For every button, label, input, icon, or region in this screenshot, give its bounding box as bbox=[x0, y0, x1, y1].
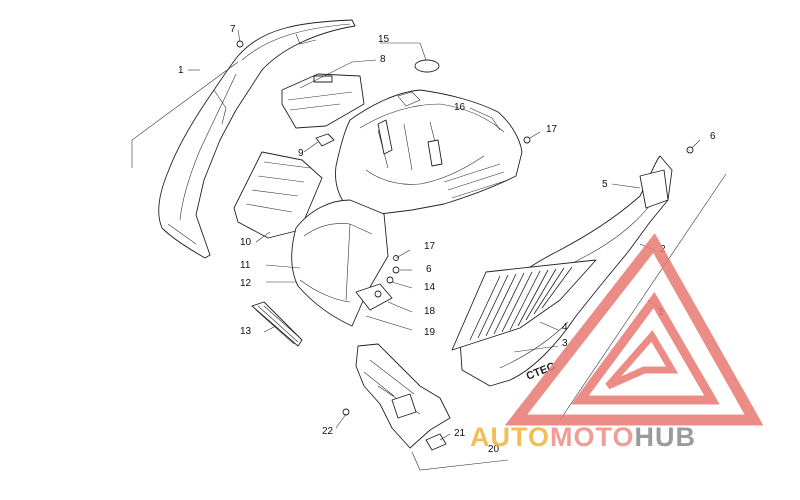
fastener-part-6-center bbox=[392, 266, 400, 274]
triangle-logo bbox=[504, 233, 764, 426]
callout-19: 19 bbox=[424, 327, 436, 338]
side-panel-left bbox=[158, 19, 356, 259]
callout-17-center: 17 bbox=[424, 241, 436, 252]
watermark-text: AUTOMOTOHUB bbox=[470, 422, 696, 452]
callout-14: 14 bbox=[424, 282, 436, 293]
callout-1-left: 1 bbox=[178, 65, 184, 76]
lower-bracket-part-20 bbox=[355, 343, 451, 449]
inner-notch bbox=[605, 330, 679, 390]
callout-21: 21 bbox=[454, 428, 466, 439]
callout-6-center: 6 bbox=[426, 264, 432, 275]
callout-10: 10 bbox=[240, 237, 252, 248]
callout-3: 3 bbox=[562, 338, 568, 349]
callout-15: 15 bbox=[378, 34, 390, 45]
clip-part-9 bbox=[315, 133, 335, 147]
watermark-moto: MOTO bbox=[550, 422, 635, 452]
outer-triangle bbox=[504, 233, 764, 426]
fastener-part-22 bbox=[342, 408, 350, 416]
callout-9: 9 bbox=[298, 148, 304, 159]
bracket-part-10 bbox=[233, 151, 323, 239]
callout-18: 18 bbox=[424, 306, 436, 317]
callout-5: 5 bbox=[602, 179, 608, 190]
bracket-part-18 bbox=[355, 283, 393, 311]
callout-7: 7 bbox=[230, 24, 236, 35]
callout-4: 4 bbox=[562, 322, 568, 333]
panel-part-8 bbox=[281, 73, 365, 129]
inner-triangle bbox=[571, 291, 720, 405]
callout-numbers: 1 7 15 8 9 10 11 12 13 16 17 17 6 14 18 … bbox=[178, 24, 716, 455]
fastener-part-17-right bbox=[523, 136, 531, 144]
clip-part-21 bbox=[425, 433, 447, 451]
callout-13: 13 bbox=[240, 326, 252, 337]
watermark-hub: HUB bbox=[635, 422, 697, 452]
decal-stripes bbox=[469, 266, 573, 341]
callout-22: 22 bbox=[322, 426, 334, 437]
callout-8: 8 bbox=[380, 54, 386, 65]
cap-part-15 bbox=[414, 59, 440, 73]
fastener-part-14 bbox=[386, 276, 394, 284]
callout-11: 11 bbox=[240, 260, 251, 271]
callout-20: 20 bbox=[488, 444, 500, 455]
side-panel-right: CTEC bbox=[451, 155, 673, 387]
callout-6-right: 6 bbox=[710, 131, 716, 142]
callout-12: 12 bbox=[240, 278, 252, 289]
callout-16: 16 bbox=[454, 102, 466, 113]
watermark-logo: AUTOMOTOHUB bbox=[470, 233, 764, 452]
hood-part-16 bbox=[335, 89, 523, 215]
grille-part-13 bbox=[251, 301, 303, 347]
callout-17-right: 17 bbox=[546, 124, 558, 135]
watermark-auto: AUTO bbox=[470, 422, 550, 452]
fastener-part-6-right bbox=[686, 146, 694, 154]
